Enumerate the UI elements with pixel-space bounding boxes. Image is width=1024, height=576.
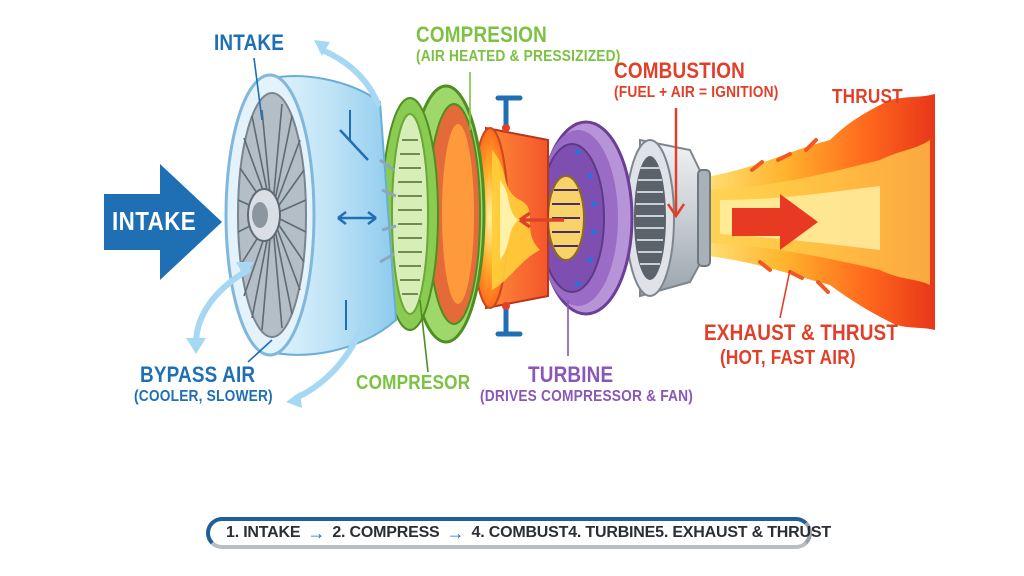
- arrow-right-icon: →: [446, 522, 465, 543]
- step-compress: 2. COMPRESS: [332, 524, 440, 541]
- compression-title: COMPRESION: [416, 22, 548, 47]
- step-turbine: 4. TURBINE: [568, 524, 656, 541]
- process-steps-bar: 1. INTAKE → 2. COMPRESS → 4. COMBUST 4. …: [206, 517, 831, 549]
- exhaust-title: EXHAUST & THRUST: [704, 320, 899, 345]
- step-exhaust: 5. EXHAUST & THRUST: [655, 524, 831, 541]
- turbine-subtitle: (DRIVES COMPRESSOR & FAN): [480, 388, 694, 405]
- arrow-right-icon: →: [307, 522, 326, 543]
- turbine-section: [538, 120, 634, 316]
- internal-flow-arrow: [518, 211, 564, 229]
- combustion-title: COMBUSTION: [614, 58, 746, 83]
- bypass-arrow-heads: [186, 40, 330, 408]
- leader-lines: [247, 57, 791, 373]
- bypass-title: BYPASS AIR: [140, 362, 256, 387]
- intake-arrow: [104, 164, 222, 280]
- exhaust-subtitle: (HOT, FAST AIR): [720, 347, 856, 369]
- thrust-arrow: [732, 194, 818, 250]
- step-intake: 1. INTAKE: [226, 524, 301, 541]
- combustion-subtitle: (FUEL + AIR = IGNITION): [614, 84, 779, 101]
- compression-subtitle: (AIR HEATED & PRESSIZIZED): [416, 48, 621, 65]
- bypass-subtitle: (COOLER, SLOWER): [134, 388, 273, 405]
- fan-casing: [224, 73, 398, 357]
- bypass-arrows: [193, 47, 381, 401]
- combustion-pointer: [666, 108, 686, 219]
- intake-top-label: INTAKE: [214, 30, 285, 55]
- turbine-title: TURBINE: [528, 362, 614, 387]
- intake-arrow-label: INTAKE: [112, 206, 197, 236]
- thrust-label: THRUST: [832, 86, 903, 108]
- compressor-label: COMPRESOR: [356, 372, 471, 394]
- compressor-section: [381, 84, 486, 344]
- step-combust: 4. COMBUST: [471, 524, 569, 541]
- nozzle: [625, 138, 711, 298]
